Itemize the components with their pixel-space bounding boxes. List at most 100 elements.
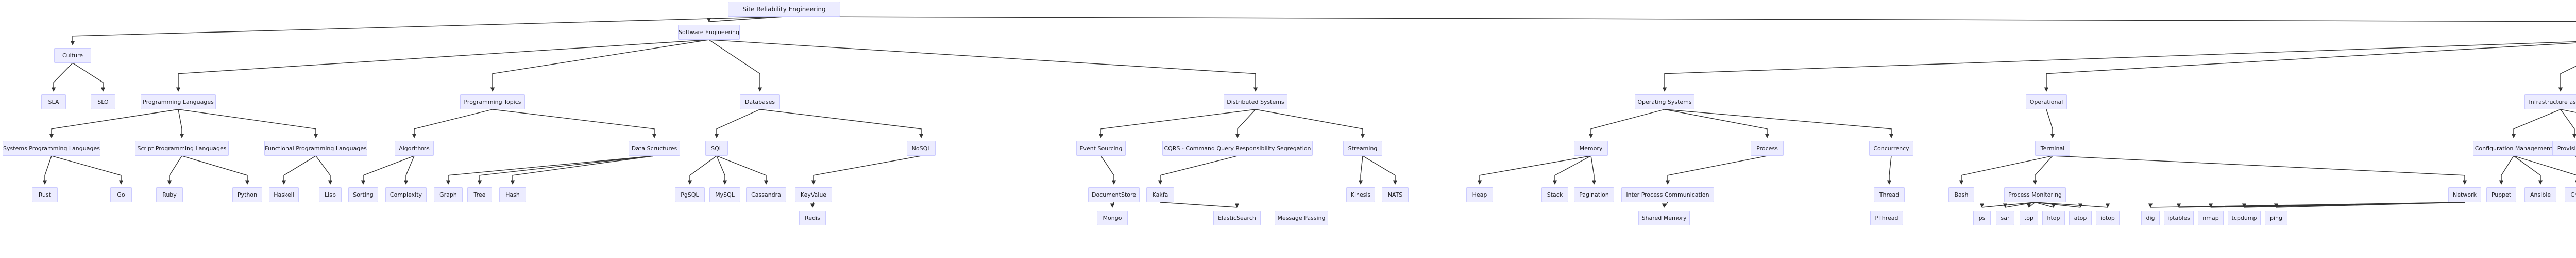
node-sre[interactable]: Site Reliability Engineering xyxy=(728,2,840,17)
node-complexity[interactable]: Complexity xyxy=(385,187,427,202)
node-documentstore[interactable]: DocumentStore xyxy=(1088,187,1140,202)
node-streaming[interactable]: Streaming xyxy=(1343,141,1382,156)
node-python[interactable]: Python xyxy=(232,187,262,202)
node-hash[interactable]: Hash xyxy=(499,187,526,202)
node-rust[interactable]: Rust xyxy=(32,187,58,202)
node-iac[interactable]: Infrastructure as Code xyxy=(2524,94,2576,109)
node-cassandra[interactable]: Cassandra xyxy=(746,187,786,202)
node-keyvalue[interactable]: KeyValue xyxy=(795,187,832,202)
node-chef[interactable]: Chef xyxy=(2565,187,2576,202)
edge-streaming-to-nats xyxy=(1362,155,1398,185)
node-operational[interactable]: Operational xyxy=(2026,94,2067,109)
node-sysproglang[interactable]: Systems Programming Languages xyxy=(3,141,100,156)
node-sla[interactable]: SLA xyxy=(41,94,66,109)
edge-os-to-memory xyxy=(1588,109,1665,138)
node-ping[interactable]: ping xyxy=(2265,211,2287,225)
edge-scriptproglang-to-python xyxy=(181,155,250,185)
node-eventsourcing[interactable]: Event Sourcing xyxy=(1076,141,1126,156)
node-process[interactable]: Process xyxy=(1751,141,1784,156)
node-thread[interactable]: Thread xyxy=(1874,187,1905,202)
node-procmon[interactable]: Process Monitoring xyxy=(2004,187,2066,202)
node-cqrs[interactable]: CQRS - Command Query Responsibility Segr… xyxy=(1162,141,1313,156)
edge-sql-to-pgsql xyxy=(687,155,717,185)
edge-procmon-to-top xyxy=(2026,202,2036,208)
node-configmgmt[interactable]: Configuration Management xyxy=(2473,141,2554,156)
node-concurrency[interactable]: Concurrency xyxy=(1869,141,1913,156)
node-dig[interactable]: dig xyxy=(2141,211,2160,225)
edge-progtopics-to-datastructures xyxy=(492,109,657,138)
node-progtopics[interactable]: Programming Topics xyxy=(460,94,525,109)
node-elasticsearch[interactable]: ElasticSearch xyxy=(1213,211,1261,225)
node-lisp[interactable]: Lisp xyxy=(319,187,342,202)
node-ruby[interactable]: Ruby xyxy=(156,187,183,202)
node-pthread[interactable]: PThread xyxy=(1870,211,1903,225)
node-sharedmemory[interactable]: Shared Memory xyxy=(1638,211,1690,225)
node-sql[interactable]: SQL xyxy=(705,141,728,156)
node-scriptproglang[interactable]: Script Programming Languages xyxy=(135,141,229,156)
node-mysql[interactable]: MySQL xyxy=(709,187,740,202)
node-heap[interactable]: Heap xyxy=(1466,187,1493,202)
node-databases[interactable]: Databases xyxy=(740,94,780,109)
node-haskell[interactable]: Haskell xyxy=(269,187,299,202)
node-tcpdump[interactable]: tcpdump xyxy=(2228,211,2261,225)
node-puppet[interactable]: Puppet xyxy=(2486,187,2516,202)
edge-iac-to-configmgmt xyxy=(2511,109,2561,138)
node-iptables[interactable]: iptables xyxy=(2164,211,2194,225)
node-graph[interactable]: Graph xyxy=(434,187,463,202)
node-terminal[interactable]: Terminal xyxy=(2035,141,2070,156)
node-kinesis[interactable]: Kinesis xyxy=(1346,187,1375,202)
node-iotop[interactable]: iotop xyxy=(2096,211,2120,225)
node-provisioning[interactable]: Provisioning xyxy=(2552,141,2576,156)
node-htop[interactable]: htop xyxy=(2042,211,2065,225)
node-stack[interactable]: Stack xyxy=(1541,187,1568,202)
node-nosql[interactable]: NoSQL xyxy=(907,141,936,156)
node-ps[interactable]: ps xyxy=(1973,211,1991,225)
node-nmap[interactable]: nmap xyxy=(2198,211,2224,225)
node-pagination[interactable]: Pagination xyxy=(1574,187,1614,202)
node-nats[interactable]: NATS xyxy=(1382,187,1409,202)
edge-sre-to-culture xyxy=(70,16,785,45)
edge-configmgmt-to-ansible xyxy=(2513,155,2543,185)
node-proglang[interactable]: Programming Languages xyxy=(141,94,216,109)
node-network[interactable]: Network xyxy=(2448,187,2481,202)
edge-distsys-to-streaming xyxy=(1255,109,1365,138)
node-sorting[interactable]: Sorting xyxy=(348,187,378,202)
node-redis[interactable]: Redis xyxy=(799,211,826,225)
edge-streaming-to-kinesis xyxy=(1358,155,1363,185)
node-ansible[interactable]: Ansible xyxy=(2524,187,2556,202)
node-messagepassing[interactable]: Message Passing xyxy=(1275,211,1328,225)
node-atop[interactable]: atop xyxy=(2069,211,2092,225)
node-kakfa[interactable]: Kakfa xyxy=(1146,187,1174,202)
node-slo[interactable]: SLO xyxy=(91,94,115,109)
node-softeng[interactable]: Software Engineering xyxy=(678,25,740,40)
edge-datastructures-to-hash xyxy=(510,155,655,185)
edge-process-to-ipc xyxy=(1665,155,1768,185)
node-pgsql[interactable]: PgSQL xyxy=(675,187,705,202)
node-tree[interactable]: Tree xyxy=(467,187,492,202)
edge-distsys-to-cqrs xyxy=(1235,109,1256,138)
edge-documentstore-to-mongo xyxy=(1110,202,1115,208)
node-top[interactable]: top xyxy=(2020,211,2038,225)
edge-algorithms-to-sorting xyxy=(361,155,415,185)
node-datastructures[interactable]: Data Scructures xyxy=(629,141,680,156)
edge-proglang-to-funcproglang xyxy=(178,109,318,138)
node-funcproglang[interactable]: Functional Programming Languages xyxy=(264,141,367,156)
node-go[interactable]: Go xyxy=(110,187,132,202)
edge-sql-to-mysql xyxy=(716,155,727,185)
node-distsys[interactable]: Distributed Systems xyxy=(1224,94,1287,109)
edge-softeng-to-progtopics xyxy=(490,39,709,92)
edge-memory-to-heap xyxy=(1477,155,1591,185)
node-bash[interactable]: Bash xyxy=(1948,187,1974,202)
node-culture[interactable]: Culture xyxy=(54,48,91,63)
edge-operational-to-terminal xyxy=(2046,109,2055,138)
node-algorithms[interactable]: Algorithms xyxy=(395,141,434,156)
edge-nosql-to-keyvalue xyxy=(811,155,922,185)
node-ipc[interactable]: Inter Process Communication xyxy=(1621,187,1714,202)
node-mongo[interactable]: Mongo xyxy=(1097,211,1128,225)
node-memory[interactable]: Memory xyxy=(1574,141,1608,156)
edge-culture-to-sla xyxy=(51,62,73,92)
edge-procmon-to-ps xyxy=(1979,202,2036,208)
node-sar[interactable]: sar xyxy=(1996,211,2014,225)
edge-procmon-to-htop xyxy=(2035,202,2056,208)
node-os[interactable]: Operating Systems xyxy=(1635,94,1694,109)
